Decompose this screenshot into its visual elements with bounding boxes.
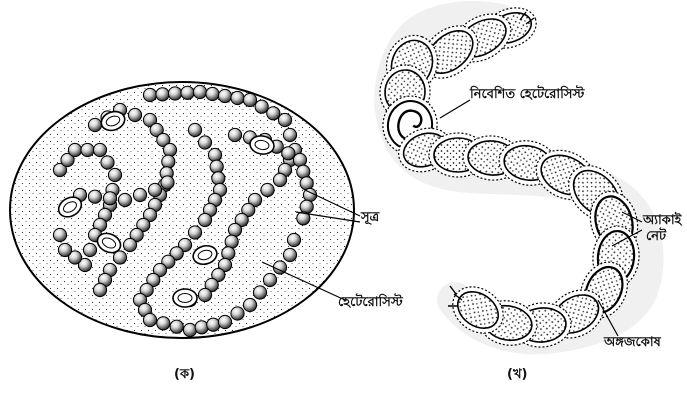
filament-bead: [231, 91, 244, 104]
filament-bead: [93, 143, 106, 156]
filament-bead: [183, 323, 196, 336]
filament-bead: [93, 283, 106, 296]
filament-bead: [255, 100, 268, 113]
label-akinete-line2: নেট: [646, 230, 666, 243]
filament-bead: [263, 273, 276, 286]
filament-bead: [170, 320, 183, 333]
filament-bead: [206, 87, 219, 100]
label-akinete-line1: অ্যাকাই: [643, 214, 681, 227]
filament-bead: [113, 251, 126, 264]
filament-bead: [261, 183, 274, 196]
filament-bead: [278, 113, 291, 126]
filament-bead: [143, 88, 156, 101]
filament-bead: [163, 143, 176, 156]
filament-bead: [267, 107, 280, 120]
heterocyst-wall: [173, 289, 197, 307]
filament-bead: [208, 148, 221, 161]
filament-bead: [88, 118, 101, 131]
filament-bead: [212, 172, 225, 185]
filament-bead: [123, 238, 136, 251]
filament-bead: [198, 213, 211, 226]
filament-bead: [300, 177, 313, 190]
filament-bead: [282, 147, 295, 160]
filament-bead: [103, 192, 116, 205]
filament-bead: [253, 286, 266, 299]
filament-bead: [88, 190, 101, 203]
filament-bead: [133, 188, 146, 201]
caption-a: (ক): [174, 368, 195, 381]
filament-bead: [193, 85, 206, 98]
filament-bead: [218, 315, 231, 328]
filament-bead: [148, 183, 161, 196]
filament-bead: [53, 228, 66, 241]
filament-bead: [143, 313, 156, 326]
label-intercalary-heterocyst: নিবেশিত হেটেরোসিস্ট: [470, 88, 584, 101]
filament-bead: [222, 247, 235, 260]
filament-bead: [128, 108, 141, 121]
filament-bead: [68, 143, 81, 156]
filament-bead: [58, 243, 71, 256]
filament-bead: [287, 233, 300, 246]
filament-bead: [118, 193, 131, 206]
label-vegetative-cell: অঙ্গজকোষ: [604, 336, 661, 349]
filament-bead: [156, 88, 169, 101]
filament-bead: [207, 318, 220, 331]
filament-bead: [231, 307, 244, 320]
filament-bead: [283, 128, 296, 141]
filament-bead: [228, 128, 241, 141]
filament-bead: [210, 160, 223, 173]
filament-bead: [108, 168, 121, 181]
filament-bead: [228, 223, 241, 236]
filament-bead: [198, 288, 211, 301]
label-heterocyst-a: হেটেরোসিস্ট: [338, 296, 403, 309]
label-filament: সূত্র: [361, 211, 379, 224]
filament-bead: [81, 143, 94, 156]
filament-bead: [83, 243, 96, 256]
colony-heterocyst: [173, 289, 197, 307]
nostoc-colony: [10, 82, 354, 338]
filament-bead: [283, 248, 296, 261]
filament-bead: [181, 86, 194, 99]
filament-bead: [243, 298, 256, 311]
filament-bead: [101, 156, 114, 169]
filament-bead: [162, 155, 175, 168]
filament-bead: [293, 153, 306, 166]
anabaena-filament: [378, 1, 646, 350]
filament-bead: [198, 136, 211, 149]
filament-bead: [195, 321, 208, 334]
caption-b: (খ): [507, 368, 527, 381]
filament-bead: [168, 87, 181, 100]
filament-bead: [157, 317, 170, 330]
filament-bead: [273, 173, 286, 186]
filament-bead: [161, 176, 174, 189]
filament-bead: [188, 226, 201, 239]
filament-bead: [188, 123, 201, 136]
filament-bead: [218, 89, 231, 102]
filament-bead: [243, 93, 256, 106]
